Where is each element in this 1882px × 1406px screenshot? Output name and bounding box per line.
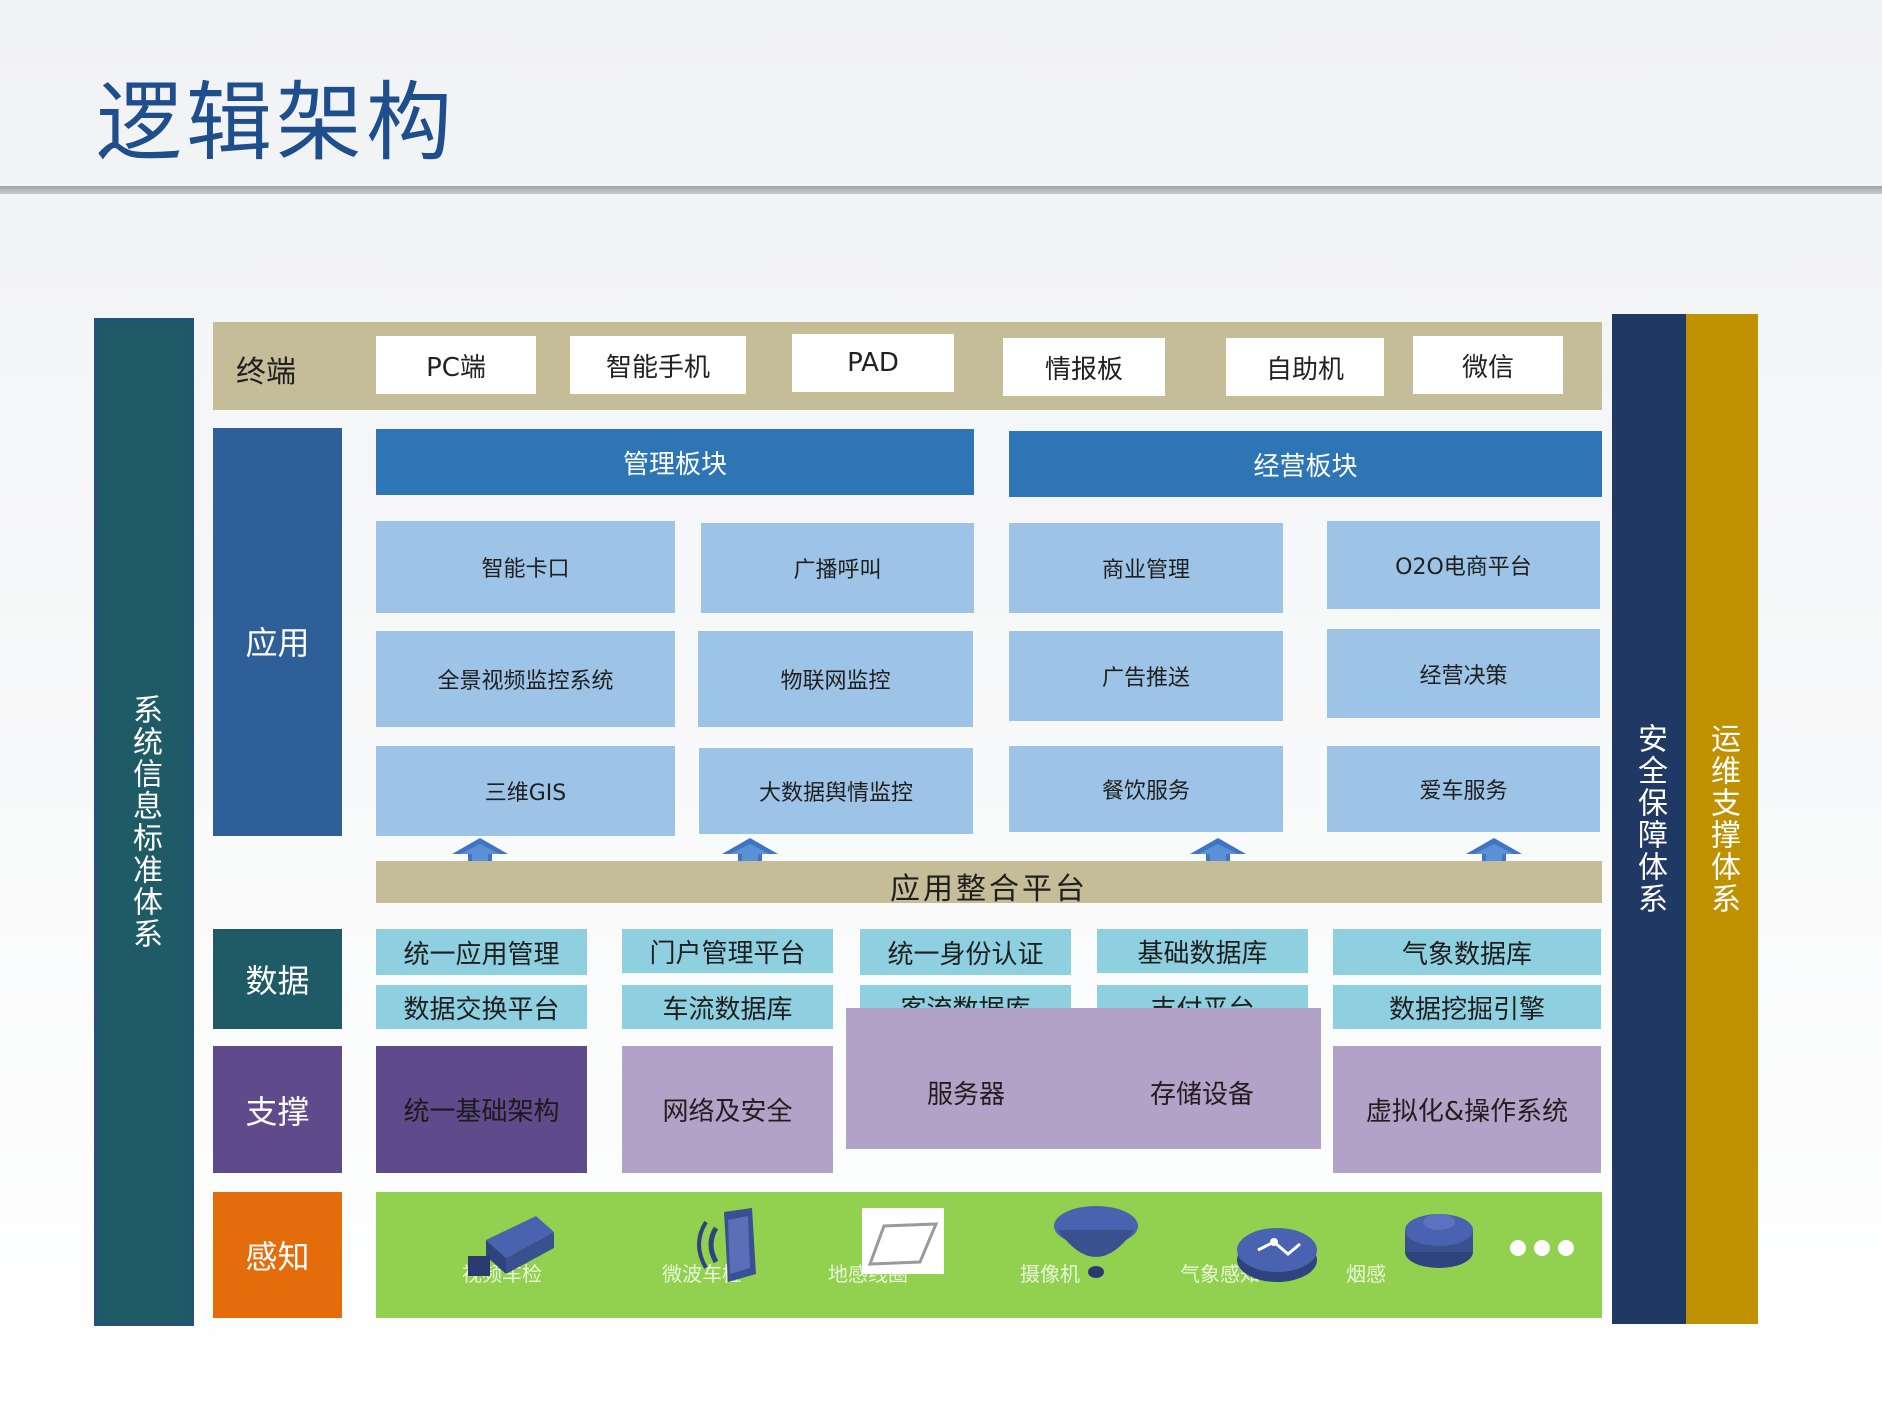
terminal-item: PAD [792, 334, 954, 392]
sensor-label: 摄像机 [1020, 1262, 1080, 1286]
data-box: 基础数据库 [1097, 929, 1308, 973]
data-box: 统一应用管理 [376, 929, 587, 975]
data-box: 数据交换平台 [376, 985, 587, 1029]
left-bar-standards: 系统信息标准体系 [94, 318, 194, 1326]
support-box: 网络及安全 [622, 1046, 833, 1173]
more-icon [1506, 1236, 1578, 1260]
title-divider [0, 186, 1882, 194]
data-label: 数据 [213, 929, 342, 1029]
terminal-item: 智能手机 [570, 336, 746, 394]
support-label: 支撑 [213, 1046, 342, 1173]
application-label: 应用 [213, 428, 342, 836]
business-header: 经营板块 [1009, 431, 1602, 497]
terminal-item: 情报板 [1003, 338, 1165, 396]
right-bar-ops: 运维支撑体系 [1686, 314, 1758, 1324]
support-box: 虚拟化&操作系统 [1333, 1046, 1601, 1173]
app-box: 三维GIS [376, 746, 675, 836]
up-arrow-icon [1466, 838, 1522, 872]
terminal-item: PC端 [376, 336, 536, 394]
up-arrow-icon [722, 838, 778, 872]
inductive-loop-icon [862, 1208, 944, 1274]
app-box: 商业管理 [1009, 523, 1283, 613]
security-label: 安全保障体系 [1632, 723, 1667, 915]
ops-label: 运维支撑体系 [1705, 723, 1740, 915]
storage-label: 存储设备 [1149, 1079, 1254, 1110]
sensor-label: 烟感 [1346, 1262, 1386, 1286]
app-box: 智能卡口 [376, 521, 675, 613]
smoke-detector-icon [1402, 1206, 1476, 1272]
app-box: 大数据舆情监控 [699, 748, 973, 834]
perception-band [376, 1192, 1602, 1318]
server-label: 服务器 [926, 1079, 1005, 1110]
perception-label: 感知 [213, 1192, 342, 1318]
up-arrow-icon [452, 838, 508, 872]
camera-icon [466, 1210, 556, 1282]
page-title: 逻辑架构 [96, 73, 456, 173]
app-box: 爱车服务 [1327, 746, 1600, 832]
microwave-sensor-icon [690, 1206, 764, 1286]
up-arrow-icon [1190, 838, 1246, 872]
left-bar-label: 系统信息标准体系 [127, 694, 162, 950]
right-bar-security: 安全保障体系 [1612, 314, 1686, 1324]
terminal-label: 终端 [236, 355, 296, 390]
dome-camera-icon [1052, 1204, 1140, 1284]
support-box-dark: 统一基础架构 [376, 1046, 587, 1173]
support-box-server-storage [846, 1008, 1321, 1149]
application-label-text: 应用 [245, 624, 310, 662]
terminal-item: 自助机 [1226, 338, 1384, 396]
app-box: O2O电商平台 [1327, 521, 1600, 609]
weather-sensor-icon [1234, 1220, 1320, 1284]
data-box: 统一身份认证 [860, 929, 1071, 975]
terminal-item: 微信 [1413, 336, 1563, 394]
app-box: 餐饮服务 [1009, 746, 1283, 832]
data-box: 数据挖掘引擎 [1333, 985, 1601, 1029]
data-box: 气象数据库 [1333, 929, 1601, 975]
data-box: 车流数据库 [622, 985, 833, 1029]
app-box: 经营决策 [1327, 629, 1600, 718]
integration-platform: 应用整合平台 [376, 861, 1602, 907]
management-header: 管理板块 [376, 429, 974, 495]
app-box: 广播呼叫 [701, 523, 974, 613]
app-box: 广告推送 [1009, 631, 1283, 721]
app-box: 全景视频监控系统 [376, 631, 675, 727]
app-box: 物联网监控 [698, 631, 973, 727]
data-box: 门户管理平台 [622, 929, 833, 973]
